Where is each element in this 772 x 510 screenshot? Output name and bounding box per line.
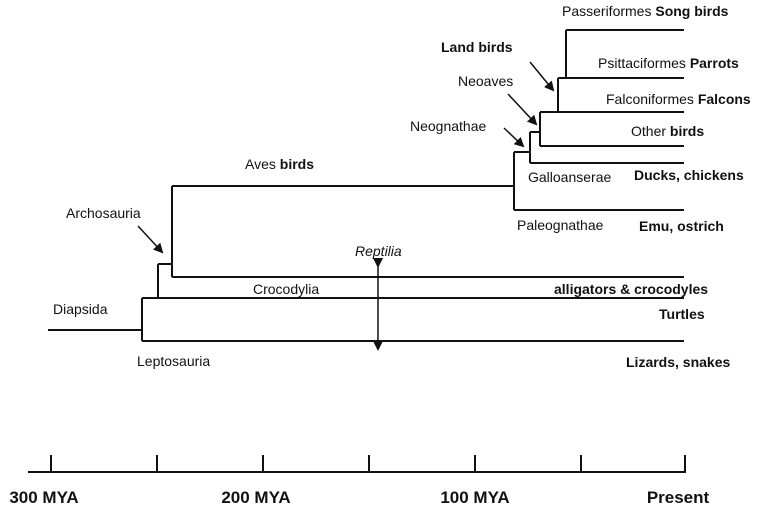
arrow-archosauria	[137, 225, 164, 254]
label-diapsida: Diapsida	[53, 301, 108, 317]
label-galloanserae: Galloanserae	[528, 169, 611, 185]
label-lizards-snakes: Lizards, snakes	[626, 354, 730, 370]
label-alligators: alligators & crocodyles	[554, 281, 708, 297]
timeline-axis: 300 MYA 200 MYA 100 MYA Present	[9, 455, 710, 507]
timeline-label-200: 200 MYA	[221, 488, 290, 507]
label-turtles: Turtles	[659, 306, 705, 322]
label-paleognathae: Paleognathae	[517, 217, 604, 233]
arrow-land-birds	[529, 61, 555, 92]
label-land-birds: Land birds	[441, 39, 513, 55]
label-other-birds: Other birds	[631, 123, 704, 139]
label-ducks-chickens: Ducks, chickens	[634, 167, 744, 183]
label-archosauria: Archosauria	[66, 205, 141, 221]
annotation-arrows	[137, 61, 555, 351]
label-parrots: Psittaciformes Parrots	[598, 55, 739, 71]
label-neognathae: Neognathae	[410, 118, 487, 134]
label-neoaves: Neoaves	[458, 73, 513, 89]
arrow-neoaves	[507, 93, 538, 126]
label-song-birds: Passeriformes Song birds	[562, 3, 729, 19]
label-leptosauria: Leptosauria	[137, 353, 210, 369]
tree-branches	[48, 29, 684, 342]
label-aves-birds: Aves birds	[245, 156, 314, 172]
label-falcons: Falconiformes Falcons	[606, 91, 751, 107]
timeline-label-present: Present	[647, 488, 710, 507]
label-reptilia: Reptilia	[355, 243, 402, 259]
label-crocodylia: Crocodylia	[253, 281, 319, 297]
label-emu-ostrich: Emu, ostrich	[639, 218, 724, 234]
arrow-neognathae	[503, 127, 525, 148]
timeline-label-300: 300 MYA	[9, 488, 78, 507]
clade-labels: Passeriformes Song birds Land birds Psit…	[53, 3, 751, 370]
timeline-label-100: 100 MYA	[440, 488, 509, 507]
